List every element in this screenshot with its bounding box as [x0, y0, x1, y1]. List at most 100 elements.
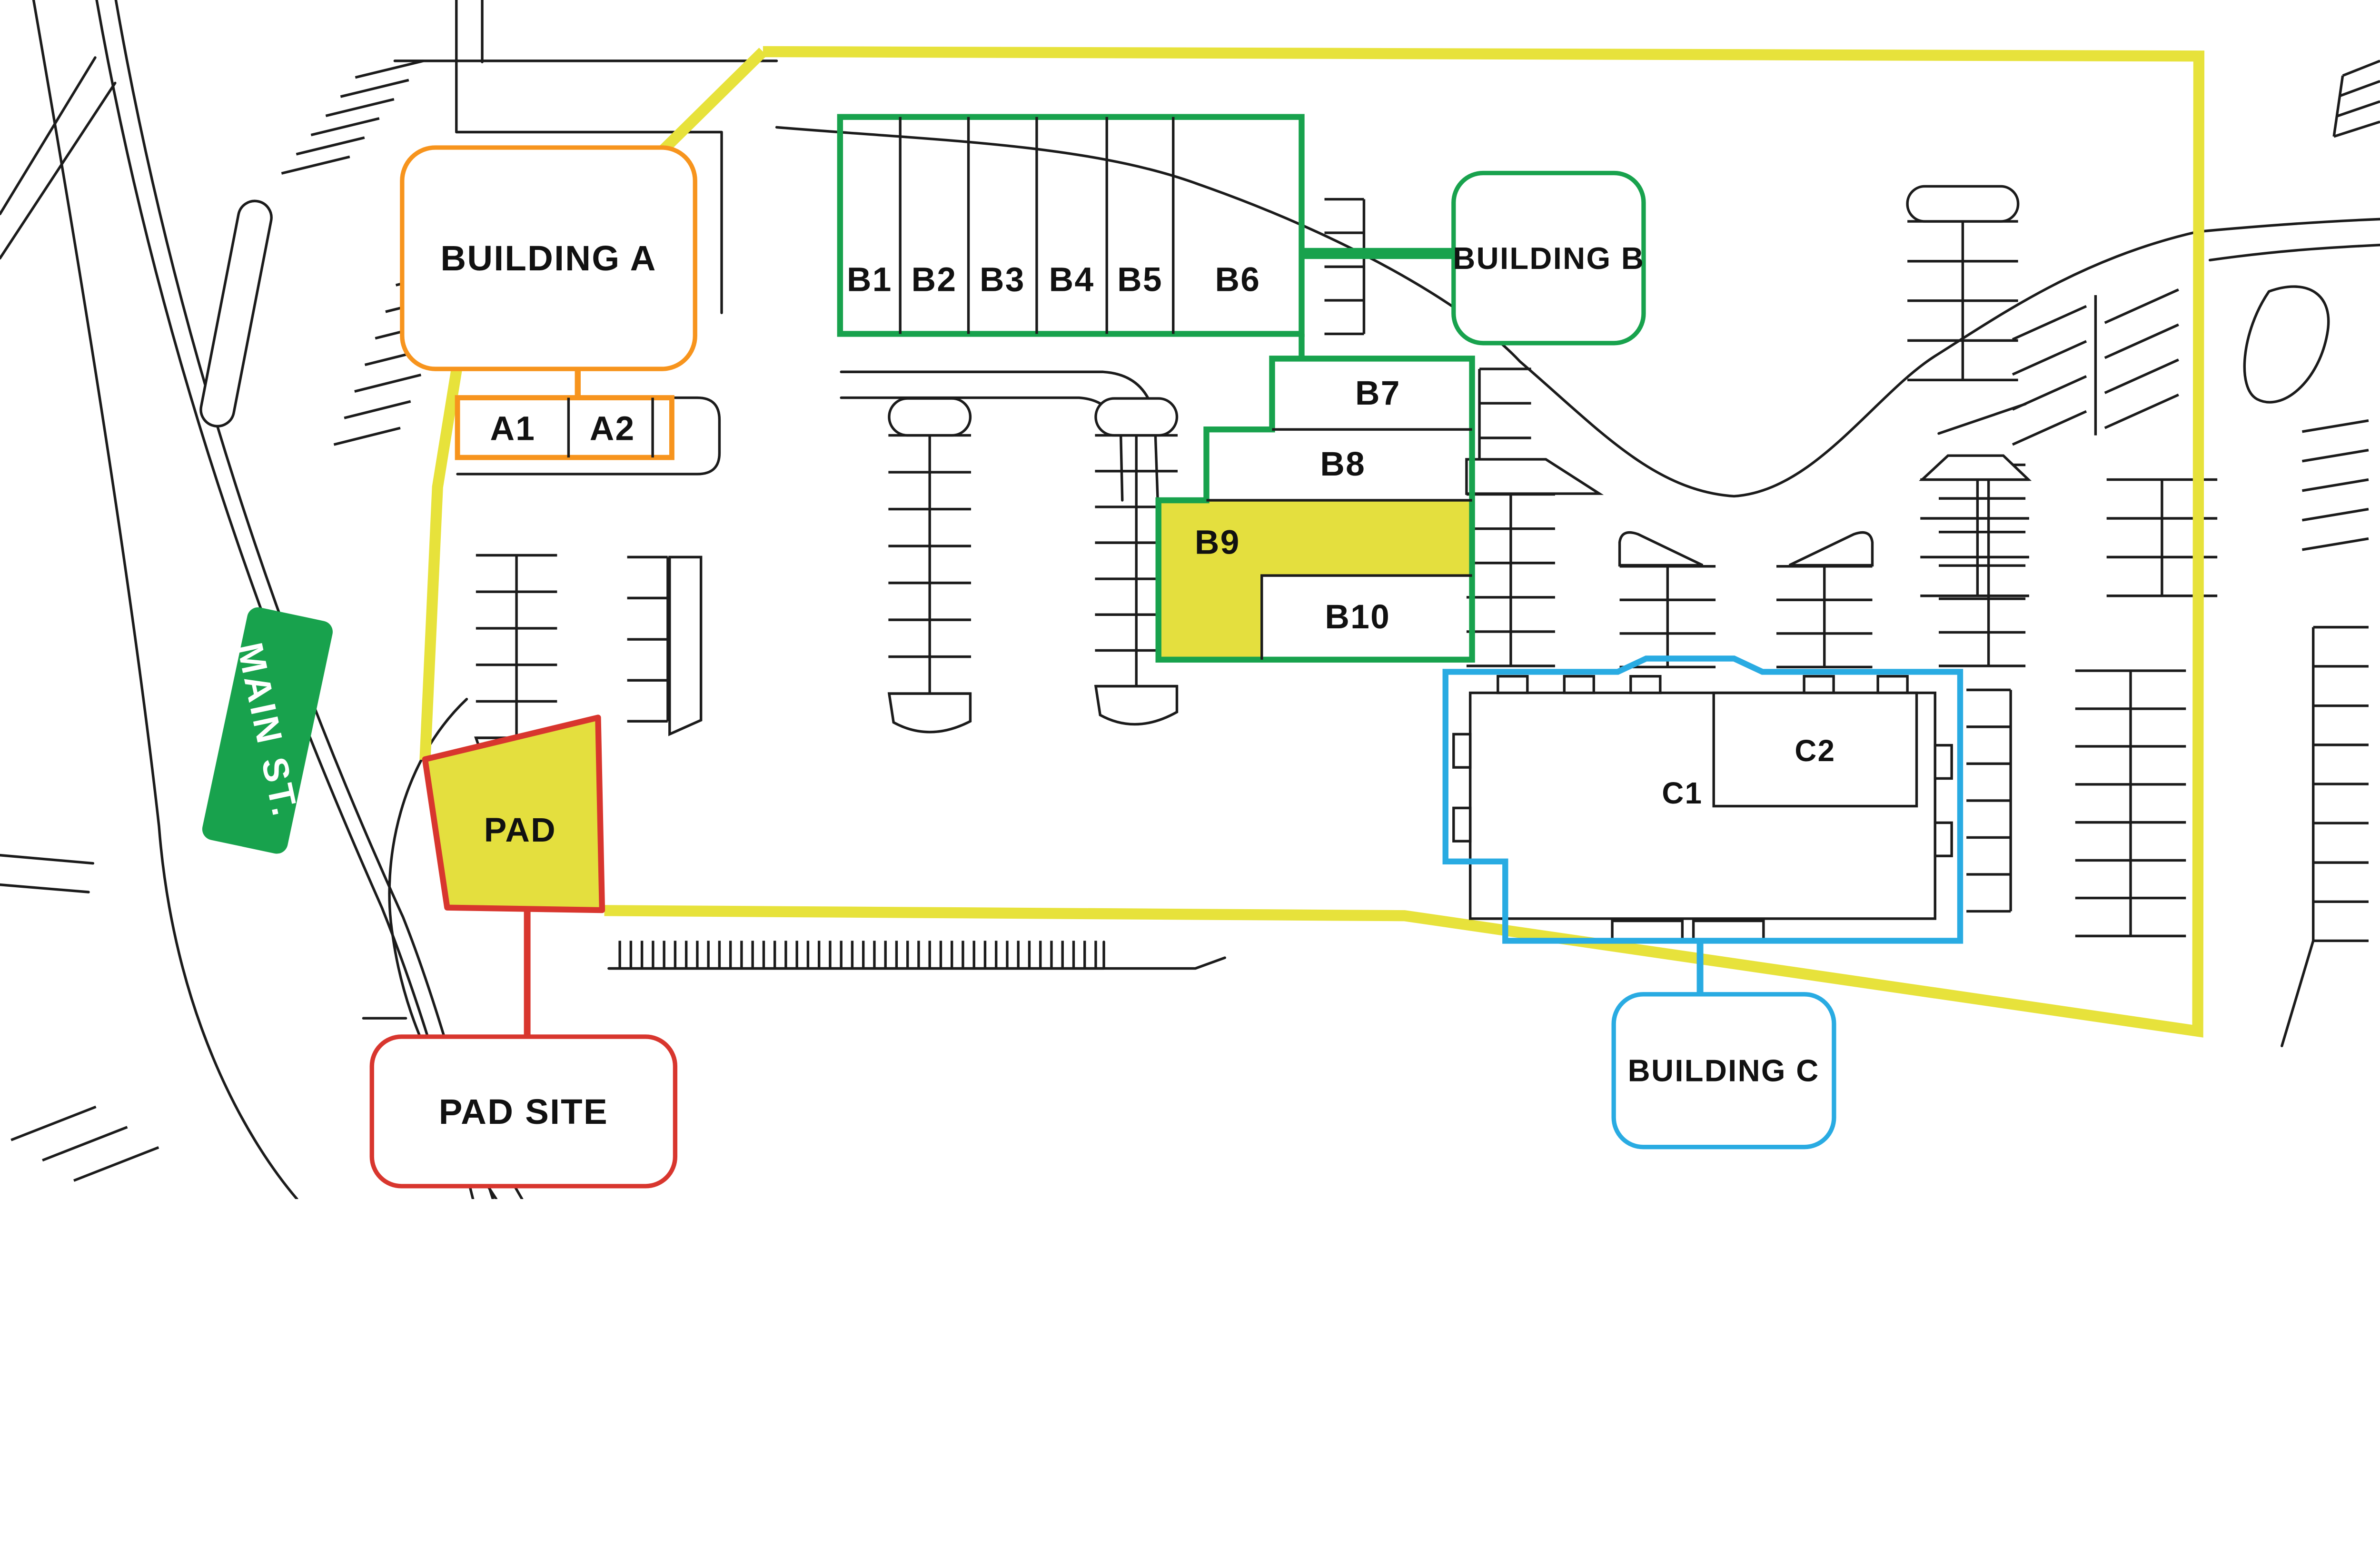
parking-row-south: [608, 941, 1104, 970]
b10-outline: [1260, 574, 1472, 660]
building-a-strip: [455, 395, 674, 460]
corner-curb-2: [0, 81, 117, 260]
building-c-group: BUILDING C C1 C2: [1442, 655, 1964, 1150]
building-a-label: BUILDING A: [440, 238, 656, 278]
building-c-label: BUILDING C: [1628, 1053, 1820, 1088]
ne-lot-diagonal: [1937, 402, 2027, 435]
parking-row: [888, 434, 971, 695]
unit-b5[interactable]: [1107, 117, 1173, 334]
cross-street-1: [0, 853, 95, 865]
island-curb: [668, 555, 703, 736]
c-tooth: [1934, 744, 1953, 780]
island-flag: [1618, 531, 1704, 567]
building-a-sidewalk: [456, 396, 721, 476]
parking-row: [1907, 220, 2018, 382]
building-a-pad-curb: [455, 0, 723, 314]
island-wedge: [887, 692, 972, 734]
building-c-boundary: [1442, 655, 1964, 944]
unit-pad[interactable]: [422, 714, 605, 913]
main-st-sign-plate: [202, 607, 333, 854]
corner-curb-1: [0, 56, 97, 216]
angled-parking-offsite-top: [2332, 60, 2380, 138]
unit-b8-label: B8: [1320, 445, 1366, 483]
unit-b4-label: B4: [1049, 261, 1095, 299]
island-stadium: [888, 397, 972, 437]
parking-row: [1939, 463, 2026, 667]
island-flag: [1788, 531, 1874, 567]
interior-drive-top: [775, 126, 2199, 498]
main-st-sign: MAIN ST.: [202, 607, 333, 854]
parking-row: [1466, 493, 1555, 667]
parking-row: [627, 555, 669, 723]
parking-islands: [474, 185, 2032, 767]
island-wedge: [1919, 454, 2032, 481]
island-wedge: [1094, 684, 1179, 726]
building-b-group: BUILDING B B1 B2 B3 B4 B5 B6 B7 B8 B9 B1…: [837, 114, 1646, 663]
c-tooth: [1563, 674, 1596, 694]
east-teardrop-island: [2243, 285, 2330, 404]
unit-b2-label: B2: [912, 261, 957, 299]
unit-c2-label: C2: [1795, 734, 1835, 768]
unit-pad-label: PAD: [484, 811, 556, 849]
curb-hatch-north: [281, 60, 424, 175]
island-stadium: [1906, 185, 2020, 223]
unit-b3-label: B3: [980, 261, 1025, 299]
building-c-footprint: [1452, 674, 1953, 941]
building-c-label-box[interactable]: [1611, 992, 1836, 1150]
boundary-main: [604, 46, 2205, 1038]
building-a-label-box[interactable]: [400, 145, 697, 371]
building-b-block: [837, 114, 1305, 337]
site-plan-canvas: BUILDING A A1 A2 BUILDING B: [0, 0, 2380, 1199]
unit-b2[interactable]: [900, 117, 968, 334]
c-dock: [1692, 919, 1765, 941]
parking-row: [2075, 669, 2186, 938]
c-tooth: [1452, 733, 1472, 769]
unit-b4[interactable]: [1037, 117, 1107, 334]
parking-row: [1619, 565, 1716, 669]
b-drive-2: [840, 396, 1124, 502]
site-plan: BUILDING A A1 A2 BUILDING B: [0, 0, 2380, 1199]
unit-b6[interactable]: [1173, 117, 1302, 334]
parking-row: [2106, 478, 2218, 597]
unit-b3[interactable]: [969, 117, 1037, 334]
parking-row: [1324, 198, 1366, 336]
curb-hatch-south: [10, 1105, 159, 1182]
unit-a1-label: A1: [490, 410, 536, 448]
building-a-group: BUILDING A A1 A2: [400, 145, 697, 460]
cross-street-2: [0, 883, 90, 893]
c-dock: [1611, 919, 1684, 941]
parking-row: [2311, 625, 2369, 942]
offsite-east-curb: [2281, 939, 2315, 1048]
pad-site-label-box[interactable]: [369, 1034, 678, 1189]
east-road-2: [2208, 243, 2380, 262]
building-b-label-box[interactable]: [1451, 170, 1646, 346]
c2-outline: [1712, 691, 1918, 808]
south-aisle: [607, 941, 1226, 970]
c-inner-outline: [1468, 691, 1936, 920]
unit-c1-label: C1: [1662, 776, 1703, 810]
c-tooth: [1876, 674, 1909, 694]
main-st-west-curb: [32, 0, 298, 1199]
unit-b9-highlight[interactable]: [1158, 500, 1472, 660]
parking-row: [1966, 688, 2012, 913]
unit-b1-label: B1: [847, 261, 892, 299]
island-flag: [1465, 458, 1604, 495]
building-b-connector: [1301, 248, 1454, 259]
c-tooth: [1803, 674, 1835, 694]
unit-b1[interactable]: [840, 117, 900, 334]
island-stadium: [1094, 397, 1179, 437]
unit-b10-label: B10: [1325, 598, 1390, 636]
parking-row: [476, 554, 557, 739]
building-b-label: BUILDING B: [1453, 241, 1645, 276]
median-island: [199, 199, 273, 428]
c-tooth: [1934, 821, 1953, 857]
unit-b5-label: B5: [1117, 261, 1163, 299]
c-tooth: [1629, 674, 1662, 694]
angled-parking-offsite-mid: [2302, 419, 2369, 551]
c-tooth: [1497, 674, 1529, 694]
east-road-1: [2196, 218, 2380, 233]
c-tooth: [1452, 806, 1472, 843]
unit-b9-label: B9: [1195, 523, 1240, 561]
pad-site-group: PAD PAD SITE: [369, 714, 678, 1189]
parking-row: [1776, 565, 1873, 669]
